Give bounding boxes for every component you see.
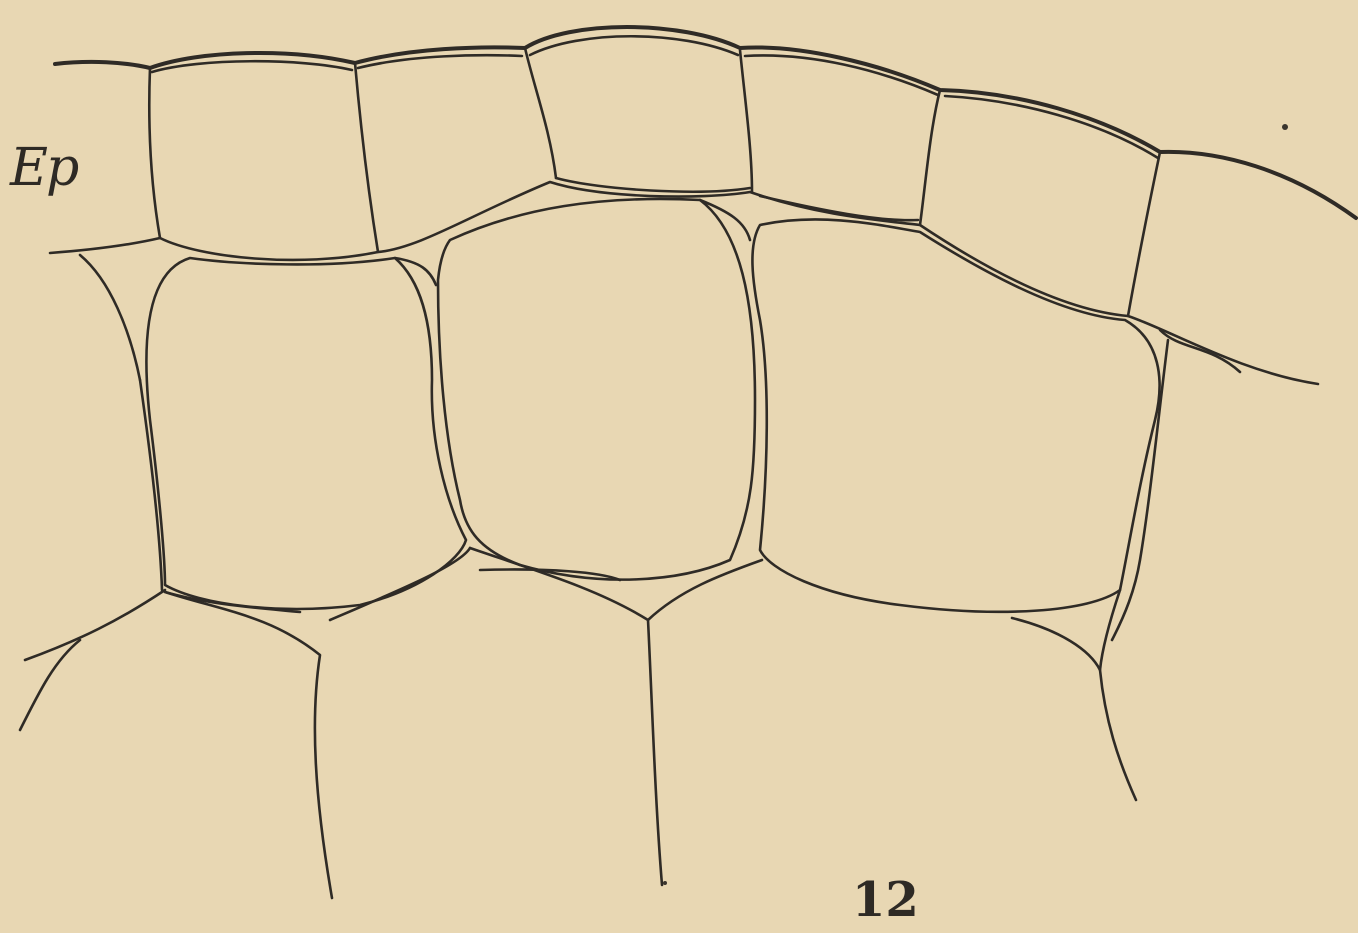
- hypodermal-cell-left: [146, 258, 466, 609]
- epidermal-wall-2: [355, 63, 378, 252]
- bottom-wall-3: [470, 548, 662, 885]
- figure-number: 12: [852, 872, 919, 928]
- bottom-wall-2: [330, 548, 470, 620]
- epidermal-wall-4: [740, 50, 752, 192]
- ink-speck-1: [1282, 124, 1288, 130]
- cuticle-outline: [55, 27, 1356, 218]
- epidermis-inner-outline-a: [152, 61, 352, 72]
- corner-wall-d: [1160, 330, 1240, 372]
- corner-wall-b: [395, 258, 436, 285]
- epidermal-wall-6: [1128, 152, 1160, 316]
- epidermis-inner-outline-d: [745, 55, 938, 95]
- bottom-wall-1: [165, 592, 332, 898]
- epidermal-wall-5: [920, 90, 940, 225]
- epidermis-inner-wall: [50, 182, 1318, 384]
- hypodermal-cell-middle: [438, 199, 755, 580]
- epidermis-label: Ep: [10, 138, 77, 198]
- epidermal-wall-1: [149, 68, 160, 238]
- lower-wall-left-curve: [25, 590, 165, 660]
- hypodermal-cell-right: [752, 219, 1159, 611]
- epidermal-wall-3: [525, 48, 556, 178]
- corner-wall-a: [80, 255, 140, 380]
- epidermis-inner-outline-c: [530, 36, 738, 55]
- bottom-wall-4: [1012, 618, 1136, 800]
- ink-speck-2: [663, 881, 667, 885]
- epidermis-lower-outline-b: [760, 196, 918, 220]
- lower-wall-left-outer: [20, 640, 80, 730]
